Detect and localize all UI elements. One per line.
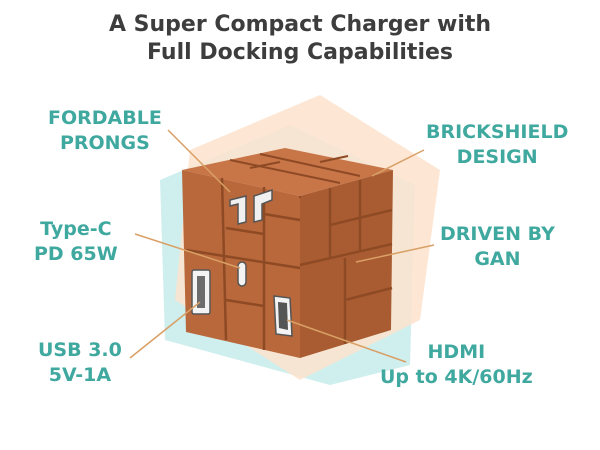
feature-label-line: FORDABLE — [48, 107, 162, 129]
feature-label-line: Up to 4K/60Hz — [380, 366, 533, 388]
leader-usb — [129, 301, 201, 359]
feature-type-c: Type-C PD 65W — [34, 217, 118, 267]
feature-usb-3: USB 3.0 5V-1A — [38, 338, 122, 388]
leader-hdmi — [286, 319, 407, 363]
headline-line-2: Full Docking Capabilities — [146, 40, 454, 65]
leader-prongs — [167, 129, 231, 193]
feature-label-line: PRONGS — [59, 132, 150, 154]
feature-label-line: PD 65W — [34, 243, 118, 265]
leader-typec — [134, 233, 241, 269]
cube-right-face — [300, 170, 393, 358]
foldable-prongs-icon — [229, 188, 273, 225]
feature-label-line: DRIVEN BY — [440, 223, 555, 245]
feature-label-line: GAN — [474, 248, 521, 270]
feature-fordable-prongs: FORDABLE PRONGS — [48, 106, 162, 156]
headline-line-1: A Super Compact Charger with — [108, 12, 492, 37]
feature-driven-by-gan: DRIVEN BY GAN — [440, 222, 555, 272]
feature-label-line: 5V-1A — [48, 364, 112, 386]
feature-brickshield: BRICKSHIELD DESIGN — [426, 120, 568, 170]
feature-label-line: BRICKSHIELD — [426, 121, 569, 143]
feature-label-line: Type-C — [40, 218, 112, 240]
leader-shield — [371, 149, 425, 177]
usb-c-port-icon — [237, 261, 247, 287]
feature-label-line: USB 3.0 — [38, 339, 122, 361]
leader-gan — [355, 244, 435, 263]
usb-a-port-icon — [191, 269, 211, 315]
feature-hdmi: HDMI Up to 4K/60Hz — [380, 340, 533, 390]
hdmi-port-icon — [273, 295, 293, 337]
feature-label-line: HDMI — [427, 341, 486, 363]
feature-label-line: DESIGN — [456, 146, 538, 168]
